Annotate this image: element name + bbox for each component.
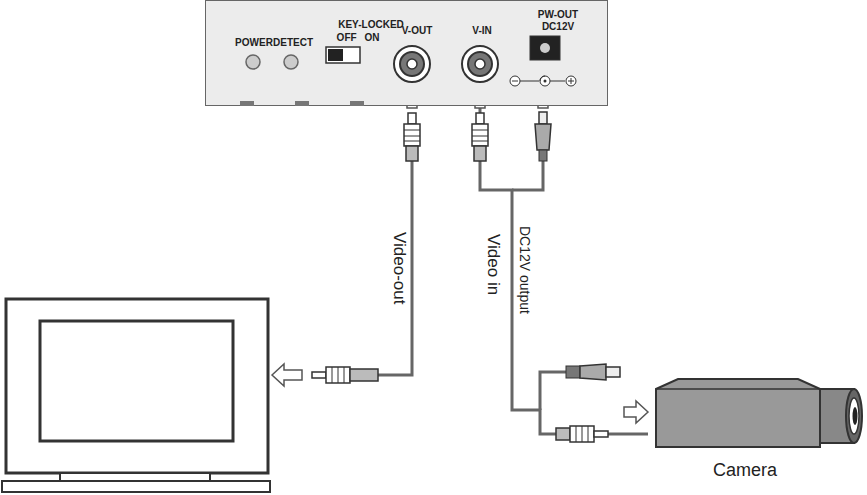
camera-plugs	[540, 364, 648, 442]
video-out-cable	[272, 113, 420, 386]
device-name: Camera	[713, 460, 777, 481]
dc-plug	[512, 112, 551, 190]
cable-connector	[480, 106, 648, 434]
device-box: POWERDETECT KEY-LOCKEDOFF ON V-OUT V-IN PW-O…	[205, 0, 608, 106]
panel-label: KEY-LOCKED	[338, 19, 404, 31]
panel-label: OFF ON	[337, 32, 380, 44]
camera-box: Camera	[648, 375, 864, 491]
cable-label: Video-out	[389, 232, 409, 304]
panel-label: V-OUT	[402, 25, 433, 37]
panel-label: V-IN	[472, 25, 491, 37]
panel-label: POWER	[235, 37, 273, 49]
panel-label: DETECT	[273, 37, 313, 49]
cable-label: Video in	[483, 234, 503, 295]
video-in-plug	[472, 113, 488, 161]
tv-monitor	[2, 299, 270, 492]
cable-label: DC12V output	[517, 226, 533, 314]
panel-label: PW-OUT DC12V	[532, 9, 584, 32]
